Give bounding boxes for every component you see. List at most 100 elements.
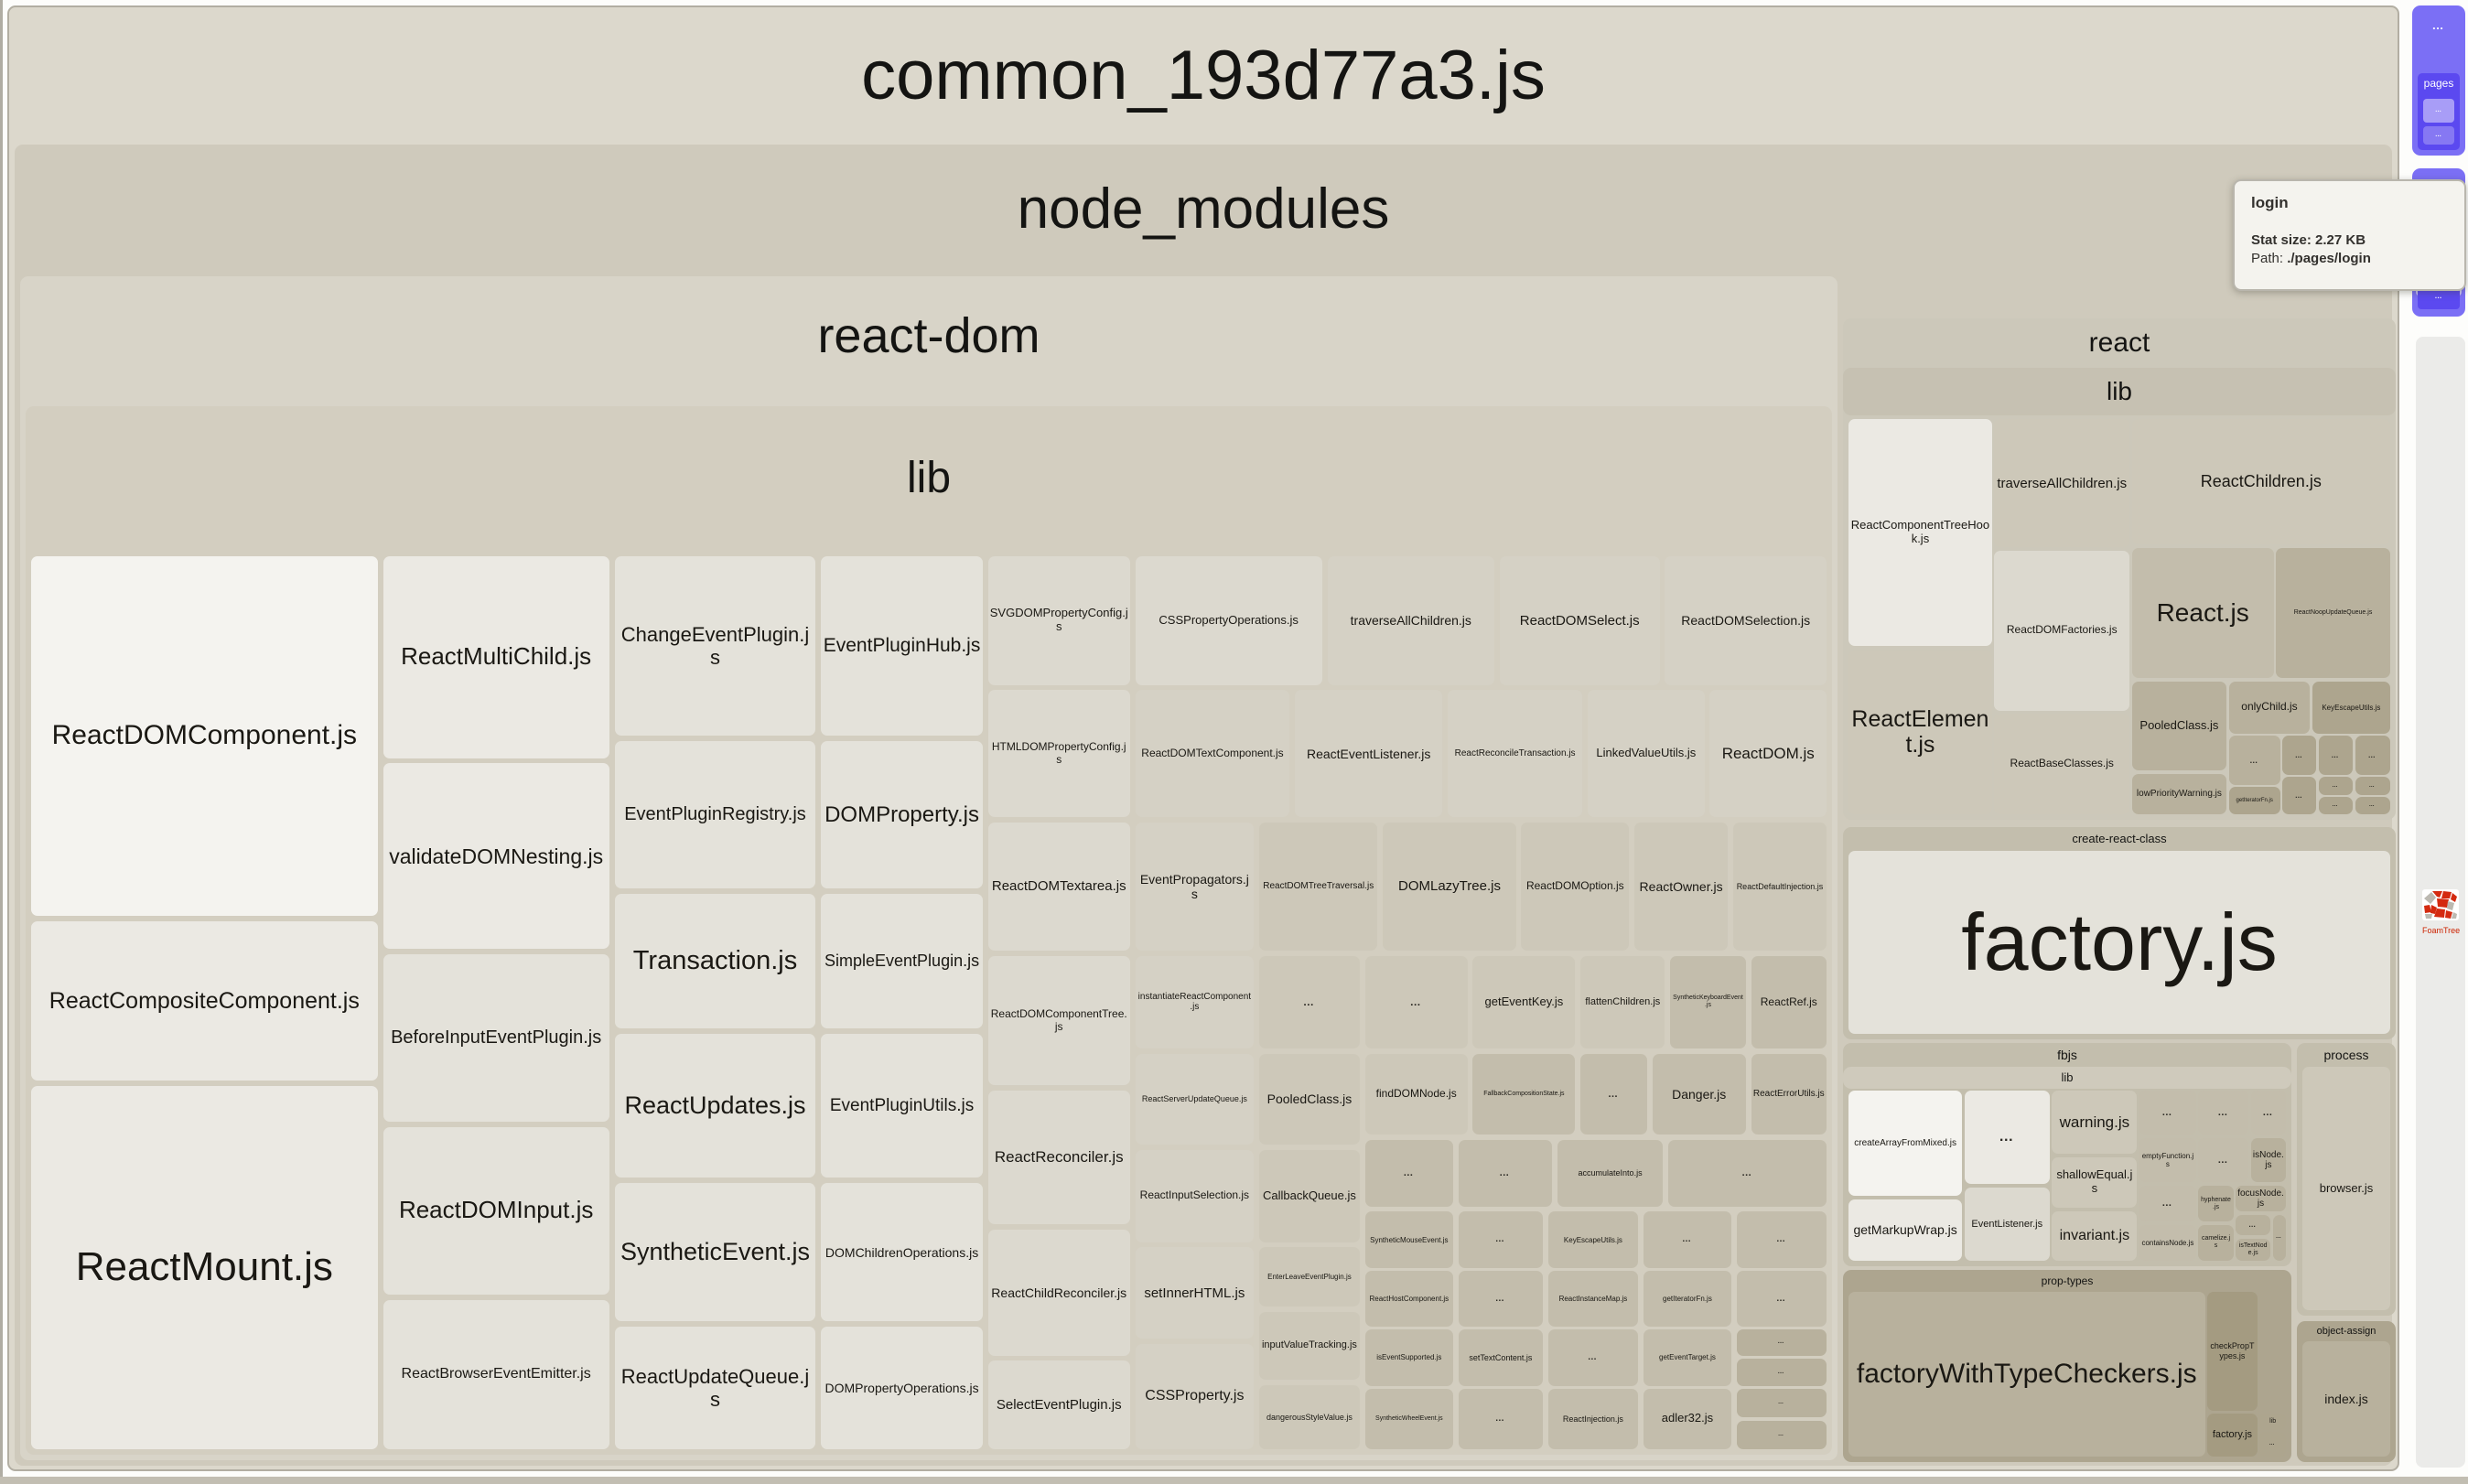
treemap-tile-invariant.js[interactable]: invariant.js [2052, 1211, 2138, 1261]
treemap-tile-isNode.js[interactable]: isNode.js [2250, 1138, 2286, 1183]
treemap-tile-ReactBrowserEventEmitter.js[interactable]: ReactBrowserEventEmitter.js [383, 1300, 609, 1449]
treemap-tile-traverseAllChildren.js[interactable]: traverseAllChildren.js [1994, 419, 2130, 548]
treemap-tile-ReactMultiChild.js[interactable]: ReactMultiChild.js [383, 556, 609, 758]
treemap-tile-KeyEscapeUtils.js[interactable]: KeyEscapeUtils.js [2312, 681, 2390, 734]
treemap-tile-ReactDOMComponentTree.js[interactable]: ReactDOMComponentTree.js [987, 956, 1130, 1085]
treemap-tile-SimpleEventPlugin.js[interactable]: SimpleEventPlugin.js [821, 893, 983, 1029]
treemap-group-fbjs-lib[interactable]: lib [1843, 1067, 2291, 1089]
treemap-tile-BeforeInputEventPlugin.js[interactable]: BeforeInputEventPlugin.js [383, 954, 609, 1122]
treemap-tile-flattenChildren.js[interactable]: flattenChildren.js [1580, 956, 1665, 1048]
treemap-tile-accumulateInto.js[interactable]: accumulateInto.js [1557, 1140, 1664, 1207]
treemap-tile-traverseAllChildren.js[interactable]: traverseAllChildren.js [1327, 556, 1495, 685]
treemap-tile-ReactInjection.js[interactable]: ReactInjection.js [1547, 1388, 1638, 1449]
treemap-tile-SyntheticWheelEvent.js[interactable]: SyntheticWheelEvent.js [1364, 1388, 1453, 1449]
treemap-tile-ellipsis[interactable]: … [1736, 1359, 1827, 1386]
treemap-tile-hyphenate.js[interactable]: hyphenate.js [2198, 1186, 2234, 1222]
treemap-tile-ellipsis[interactable]: … [2355, 777, 2390, 795]
treemap-tile-factory.js[interactable]: factory.js [1848, 851, 2390, 1034]
treemap-tile-ReactDefaultInjection.js[interactable]: ReactDefaultInjection.js [1732, 822, 1827, 952]
treemap-tile-CSSPropertyOperations.js[interactable]: CSSPropertyOperations.js [1135, 556, 1322, 685]
treemap-tile-ReactElement.js[interactable]: ReactElement.js [1848, 650, 1992, 814]
treemap-tile-ReactReconcileTransaction.js[interactable]: ReactReconcileTransaction.js [1448, 690, 1583, 817]
treemap-tile-ellipsis[interactable]: … [1458, 1140, 1552, 1207]
treemap-tile-ReactDOMOption.js[interactable]: ReactDOMOption.js [1521, 822, 1630, 952]
treemap-tile-ReactDOMSelection.js[interactable]: ReactDOMSelection.js [1665, 556, 1827, 685]
treemap-tile-Danger.js[interactable]: Danger.js [1652, 1053, 1746, 1135]
treemap-tile-ellipsis[interactable]: … [2318, 736, 2354, 775]
treemap-tile-ellipsis[interactable]: … [2282, 736, 2317, 775]
treemap-tile-SelectEventPlugin.js[interactable]: SelectEventPlugin.js [987, 1360, 1130, 1449]
treemap-tile-ellipsis[interactable]: … [1547, 1329, 1638, 1386]
treemap-tile-PooledClass.js[interactable]: PooledClass.js [2131, 681, 2227, 771]
treemap-tile-ellipsis[interactable]: … [1964, 1091, 2050, 1185]
treemap-tile-ellipsis[interactable]: … [1736, 1270, 1827, 1328]
treemap-tile-isEventSupported.js[interactable]: isEventSupported.js [1364, 1329, 1453, 1386]
treemap-tile-EventListener.js[interactable]: EventListener.js [1964, 1188, 2050, 1261]
treemap-tile-ellipsis[interactable]: … [1736, 1211, 1827, 1268]
sidebar-page-tile[interactable]: … [2423, 99, 2454, 123]
treemap-tile-emptyFunction.js[interactable]: emptyFunction.js [2139, 1138, 2196, 1183]
treemap-tile-checkPropTypes.js[interactable]: checkPropTypes.js [2206, 1292, 2258, 1411]
treemap-tile-ellipsis[interactable]: … [2355, 736, 2390, 775]
treemap-tile-KeyEscapeUtils.js[interactable]: KeyEscapeUtils.js [1547, 1211, 1638, 1268]
treemap-tile-focusNode.js[interactable]: focusNode.js [2236, 1186, 2286, 1212]
treemap-tile-warning.js[interactable]: warning.js [2052, 1091, 2138, 1154]
sidebar-group-pages[interactable]: pages … … [2418, 73, 2460, 150]
treemap-tile-ReactNoopUpdateQueue.js[interactable]: ReactNoopUpdateQueue.js [2276, 547, 2390, 679]
treemap-tile-ChangeEventPlugin.js[interactable]: ChangeEventPlugin.js [614, 556, 816, 737]
treemap-tile-containsNode.js[interactable]: containsNode.js [2139, 1224, 2196, 1261]
treemap-tile-onlyChild.js[interactable]: onlyChild.js [2228, 681, 2311, 734]
treemap-tile-isTextNode.js[interactable]: isTextNode.js [2236, 1238, 2271, 1261]
treemap-tile-setInnerHTML.js[interactable]: setInnerHTML.js [1135, 1247, 1255, 1339]
treemap-tile-instantiateReactComponent.js[interactable]: instantiateReactComponent.js [1135, 956, 1255, 1048]
treemap-tile-ellipsis[interactable]: … [2228, 736, 2280, 785]
treemap-tile-DOMLazyTree.js[interactable]: DOMLazyTree.js [1383, 822, 1516, 952]
treemap-tile-ellipsis[interactable]: … [2318, 777, 2354, 795]
treemap-tile-ellipsis[interactable]: … [2282, 777, 2317, 814]
treemap-tile-ReactErrorUtils.js[interactable]: ReactErrorUtils.js [1751, 1053, 1827, 1135]
treemap-tile-factoryWithTypeCheckers.js[interactable]: factoryWithTypeCheckers.js [1848, 1292, 2205, 1457]
treemap-tile-getMarkupWrap.js[interactable]: getMarkupWrap.js [1848, 1199, 1963, 1261]
foamtree-logo[interactable]: FoamTree [2422, 889, 2460, 935]
treemap-tile-SyntheticKeyboardEvent.js[interactable]: SyntheticKeyboardEvent.js [1670, 956, 1746, 1048]
treemap-tile-lowPriorityWarning.js[interactable]: lowPriorityWarning.js [2131, 773, 2227, 814]
treemap-tile-findDOMNode.js[interactable]: findDOMNode.js [1364, 1053, 1468, 1135]
treemap-tile-ReactRef.js[interactable]: ReactRef.js [1751, 956, 1827, 1048]
treemap-tile-ellipsis[interactable]: … [1458, 1211, 1543, 1268]
treemap-tile-index.js[interactable]: index.js [2302, 1341, 2390, 1457]
sidebar-page-tile[interactable]: … [2423, 126, 2454, 145]
treemap-tile-ReactInputSelection.js[interactable]: ReactInputSelection.js [1135, 1150, 1255, 1242]
treemap-tile-DOMProperty.js[interactable]: DOMProperty.js [821, 741, 983, 889]
treemap-tile-ellipsis[interactable]: … [2272, 1214, 2286, 1261]
treemap-tile-ReactDOMTextarea.js[interactable]: ReactDOMTextarea.js [987, 822, 1130, 952]
treemap-tile-createArrayFromMixed.js[interactable]: createArrayFromMixed.js [1848, 1091, 1963, 1197]
treemap-group-react-lib[interactable]: lib [1843, 368, 2396, 415]
treemap-tile-Transaction.js[interactable]: Transaction.js [614, 893, 816, 1029]
treemap-tile-ellipsis[interactable]: … [2355, 796, 2390, 814]
treemap-tile-ellipsis[interactable]: … [2250, 1091, 2286, 1135]
treemap-tile-getEventKey.js[interactable]: getEventKey.js [1472, 956, 1576, 1048]
treemap-tile-getEventTarget.js[interactable]: getEventTarget.js [1643, 1329, 1731, 1386]
treemap-tile-ellipsis[interactable]: … [1458, 1388, 1543, 1449]
treemap-tile-factory.js[interactable]: factory.js [2206, 1414, 2258, 1457]
treemap-tile-ellipsis[interactable]: … [2318, 796, 2354, 814]
treemap-tile-browser.js[interactable]: browser.js [2302, 1067, 2390, 1310]
treemap-tile-ellipsis[interactable]: … [1259, 956, 1360, 1048]
treemap-tile-ellipsis[interactable]: … [1643, 1211, 1731, 1268]
treemap-tile-setTextContent.js[interactable]: setTextContent.js [1458, 1329, 1543, 1386]
treemap-tile-ellipsis[interactable]: … [2198, 1138, 2249, 1183]
treemap-tile-ReactChildReconciler.js[interactable]: ReactChildReconciler.js [987, 1229, 1130, 1356]
sidebar-chunk-pages-top[interactable]: … pages … … [2412, 5, 2465, 156]
treemap-tile-ellipsis[interactable]: … [2259, 1432, 2286, 1457]
treemap-tile-SVGDOMPropertyConfig.js[interactable]: SVGDOMPropertyConfig.js [987, 556, 1130, 685]
treemap-tile-EnterLeaveEventPlugin.js[interactable]: EnterLeaveEventPlugin.js [1259, 1247, 1360, 1307]
treemap-tile-ReactDOMTreeTraversal.js[interactable]: ReactDOMTreeTraversal.js [1259, 822, 1378, 952]
treemap-tile-ReactOwner.js[interactable]: ReactOwner.js [1634, 822, 1729, 952]
treemap-tile-DOMPropertyOperations.js[interactable]: DOMPropertyOperations.js [821, 1327, 983, 1449]
treemap-tile-ReactDOMInput.js[interactable]: ReactDOMInput.js [383, 1126, 609, 1296]
treemap-tile-ellipsis[interactable]: … [2198, 1091, 2249, 1135]
treemap-tile-ellipsis[interactable]: … [1364, 956, 1468, 1048]
treemap-tile-inputValueTracking.js[interactable]: inputValueTracking.js [1259, 1311, 1360, 1380]
treemap-tile-ReactUpdates.js[interactable]: ReactUpdates.js [614, 1034, 816, 1178]
treemap-tile-ReactBaseClasses.js[interactable]: ReactBaseClasses.js [1994, 714, 2130, 814]
